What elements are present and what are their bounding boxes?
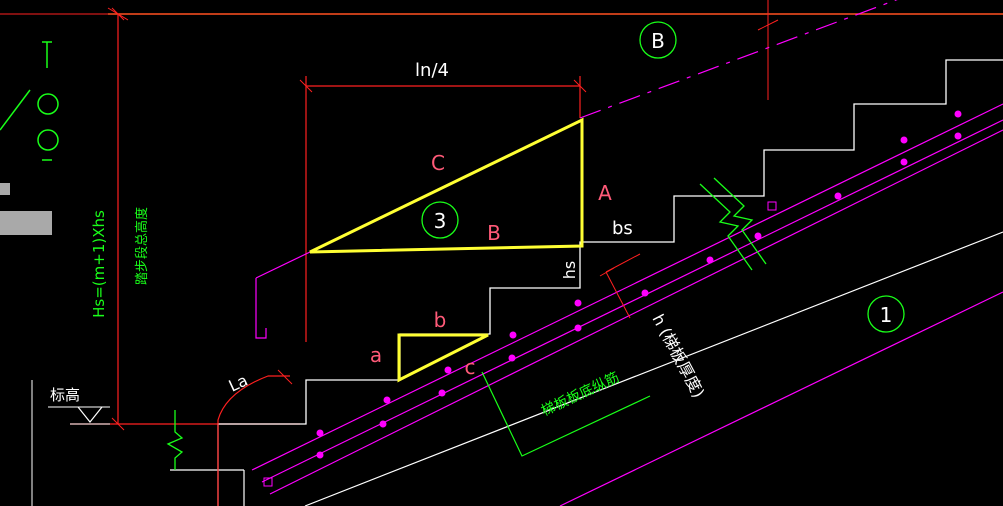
label-small-b: b xyxy=(434,308,447,332)
elevation-triangle xyxy=(77,406,103,423)
break-symbol-right-2 xyxy=(713,177,767,265)
hs-formula-label: Hs=(m+1)Xhs xyxy=(90,210,108,318)
bottom-rebar-leader xyxy=(481,371,651,457)
axis-tick-right xyxy=(757,19,779,31)
rebar-end-box xyxy=(263,477,273,487)
large-ratio-triangle xyxy=(309,117,584,254)
rebar-line-middle xyxy=(261,119,1003,483)
break-symbol-left xyxy=(166,410,184,470)
bottom-rebar-label: 梯板板底纵筋 xyxy=(539,369,622,420)
slab-thickness-label: h (梯板厚度) xyxy=(648,311,708,401)
label-big-c: C xyxy=(431,151,445,175)
circle-marker-b xyxy=(639,21,677,59)
thickness-leader xyxy=(605,253,641,273)
small-step-triangle xyxy=(397,333,489,383)
rebar-end-box-upper xyxy=(767,201,777,211)
circle-marker-3 xyxy=(421,201,459,239)
rebar-line-long xyxy=(559,291,1003,506)
label-big-b: B xyxy=(487,221,501,245)
left-edge-glyphs xyxy=(0,41,59,161)
circle-3-label: 3 xyxy=(434,209,447,233)
la-label: La xyxy=(226,370,251,395)
label-small-a: a xyxy=(370,343,382,367)
elevation-label: 标高 xyxy=(50,386,80,404)
rebar-line-upper xyxy=(251,103,1003,471)
break-symbol-right xyxy=(699,183,753,271)
label-big-a: A xyxy=(598,181,612,205)
rebar-line-lower xyxy=(269,129,1003,495)
step-height-label: 踏步段总高度 xyxy=(134,207,150,285)
slab-soffit-line xyxy=(304,231,1003,506)
bs-label: bs xyxy=(612,218,633,239)
left-edge-block xyxy=(0,211,52,235)
label-small-c: c xyxy=(465,355,476,379)
circle-1-label: 1 xyxy=(880,303,893,327)
circle-b-label: B xyxy=(651,29,665,53)
stair-step-profile xyxy=(217,59,1003,506)
left-edge-strip xyxy=(0,183,10,195)
top-rebar-hook xyxy=(255,278,267,339)
top-rebar-line xyxy=(255,251,311,279)
thickness-dimension-line xyxy=(605,271,631,319)
rebar-dots xyxy=(316,110,962,459)
dimension-tick-top xyxy=(111,7,125,21)
slab-centerline-dashed xyxy=(579,0,898,119)
anchor-length-curve xyxy=(217,375,290,506)
ln4-label: ln/4 xyxy=(415,60,449,81)
hs-label: hs xyxy=(560,261,579,279)
anchor-tick xyxy=(277,369,293,385)
circle-marker-1 xyxy=(867,295,905,333)
